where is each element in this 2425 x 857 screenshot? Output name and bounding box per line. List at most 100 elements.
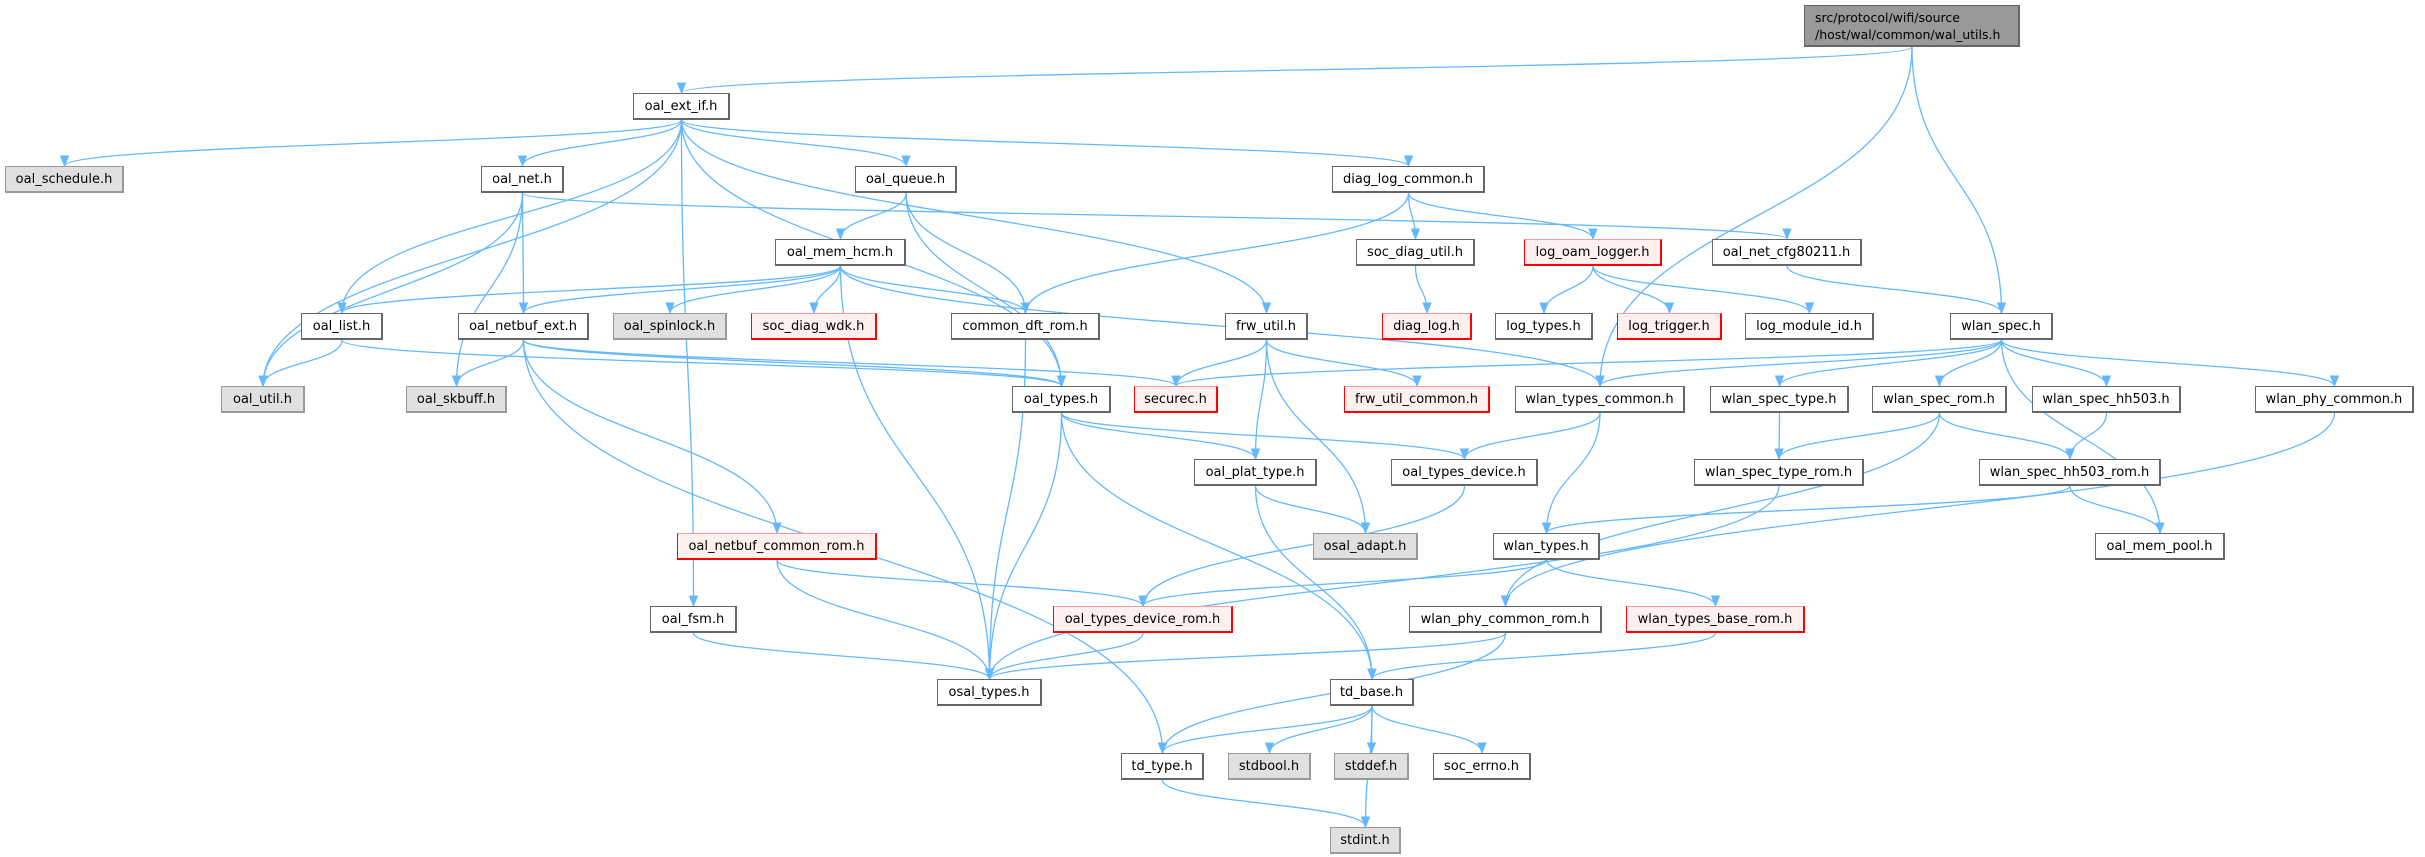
node-oal-netbuf-ext[interactable]: oal_netbuf_ext.h: [458, 313, 589, 340]
node-oal-queue[interactable]: oal_queue.h: [855, 166, 957, 193]
node-label: log_oam_logger.h: [1535, 244, 1650, 260]
node-diag-log[interactable]: diag_log.h: [1382, 313, 1472, 340]
node-oal-net-cfg80211[interactable]: oal_net_cfg80211.h: [1712, 239, 1862, 266]
edge-oal-ext-if-to-frw-util: [680, 119, 1272, 315]
node-oal-ext-if[interactable]: oal_ext_if.h: [633, 93, 730, 120]
node-oal-mem-pool[interactable]: oal_mem_pool.h: [2095, 533, 2225, 560]
node-wlan-spec-rom[interactable]: wlan_spec_rom.h: [1872, 386, 2007, 413]
node-osal-types[interactable]: osal_types.h: [937, 679, 1042, 706]
edge-frw-util-to-securec: [1171, 339, 1268, 388]
node-label: oal_net_cfg80211.h: [1722, 244, 1851, 260]
node-log-oam-logger[interactable]: log_oam_logger.h: [1524, 239, 1662, 266]
edge-wlan-spec-to-wlan-spec-rom: [1934, 339, 2003, 388]
edge-log-oam-logger-to-log-module-id: [1592, 265, 1815, 315]
node-label: oal_types_device.h: [1402, 464, 1526, 480]
node-securec[interactable]: securec.h: [1134, 386, 1218, 413]
node-wlan-spec-type-rom[interactable]: wlan_spec_type_rom.h: [1694, 459, 1864, 486]
node-log-trigger[interactable]: log_trigger.h: [1617, 313, 1722, 340]
node-wlan-types-base-rom[interactable]: wlan_types_base_rom.h: [1626, 606, 1805, 633]
node-wlan-types-common[interactable]: wlan_types_common.h: [1515, 386, 1685, 413]
root-path-line2: /host/wal/common/wal_utils.h: [1815, 26, 2001, 42]
edge-oal-ext-if-to-oal-list: [337, 119, 683, 315]
node-soc-errno[interactable]: soc_errno.h: [1433, 753, 1531, 780]
node-wlan-types[interactable]: wlan_types.h: [1493, 533, 1600, 560]
node-td-base[interactable]: td_base.h: [1330, 679, 1414, 706]
node-osal-adapt[interactable]: osal_adapt.h: [1313, 533, 1418, 560]
node-label: stdint.h: [1340, 832, 1390, 848]
node-label: oal_queue.h: [865, 171, 946, 187]
edge-log-oam-logger-to-log-trigger: [1592, 265, 1675, 315]
edge-root-to-wlan-spec: [1911, 46, 2007, 315]
node-soc-diag-wdk[interactable]: soc_diag_wdk.h: [751, 313, 877, 340]
edge-td-base-to-soc-errno: [1371, 705, 1487, 755]
node-label: td_type.h: [1131, 758, 1193, 774]
node-oal-types-device[interactable]: oal_types_device.h: [1391, 459, 1538, 486]
node-label: wlan_spec_rom.h: [1883, 391, 1995, 407]
edge-wlan-phy-common-to-wlan-phy-common-rom: [1500, 412, 2336, 608]
edge-oal-queue-to-common-dft-rom: [905, 192, 1031, 315]
node-oal-list[interactable]: oal_list.h: [301, 313, 383, 340]
node-label: wlan_phy_common.h: [2265, 391, 2403, 407]
node-wlan-phy-common-rom[interactable]: wlan_phy_common_rom.h: [1409, 606, 1602, 633]
node-oal-schedule[interactable]: oal_schedule.h: [5, 166, 124, 193]
edge-oal-list-to-oal-util: [258, 339, 343, 388]
node-wlan-spec[interactable]: wlan_spec.h: [1950, 313, 2053, 340]
edge-wlan-types-common-to-wlan-types: [1541, 412, 1601, 535]
node-oal-util[interactable]: oal_util.h: [221, 386, 305, 413]
node-oal-types[interactable]: oal_types.h: [1012, 386, 1111, 413]
node-label: wlan_types_common.h: [1525, 391, 1674, 407]
edge-oal-fsm-to-osal-types: [692, 632, 995, 681]
node-wlan-spec-type[interactable]: wlan_spec_type.h: [1710, 386, 1849, 413]
node-log-module-id[interactable]: log_module_id.h: [1745, 313, 1874, 340]
node-oal-net[interactable]: oal_net.h: [481, 166, 564, 193]
node-label: log_types.h: [1506, 318, 1581, 334]
node-label: oal_util.h: [233, 391, 292, 407]
node-stdbool[interactable]: stdbool.h: [1228, 753, 1311, 780]
node-soc-diag-util[interactable]: soc_diag_util.h: [1356, 239, 1475, 266]
edge-diag-log-common-to-log-oam-logger: [1407, 192, 1598, 241]
node-label: securec.h: [1144, 391, 1207, 407]
node-wlan-spec-hh503-rom[interactable]: wlan_spec_hh503_rom.h: [1979, 459, 2161, 486]
node-oal-fsm[interactable]: oal_fsm.h: [650, 606, 737, 633]
node-oal-types-device-rom[interactable]: oal_types_device_rom.h: [1053, 606, 1233, 633]
node-wlan-spec-hh503[interactable]: wlan_spec_hh503.h: [2032, 386, 2181, 413]
node-label: wlan_phy_common_rom.h: [1420, 611, 1590, 627]
edge-oal-types-to-osal-types: [984, 412, 1063, 681]
edge-oal-netbuf-ext-to-oal-skbuff: [451, 339, 525, 388]
edge-oal-types-device-rom-to-osal-types: [984, 632, 1144, 681]
node-diag-log-common[interactable]: diag_log_common.h: [1332, 166, 1485, 193]
node-oal-mem-hcm[interactable]: oal_mem_hcm.h: [775, 239, 906, 266]
node-frw-util-common[interactable]: frw_util_common.h: [1344, 386, 1490, 413]
node-log-types[interactable]: log_types.h: [1495, 313, 1593, 340]
node-oal-skbuff[interactable]: oal_skbuff.h: [406, 386, 507, 413]
edge-wlan-spec-rom-to-wlan-spec-hh503-rom: [1938, 412, 2075, 461]
node-stddef[interactable]: stddef.h: [1334, 753, 1409, 780]
node-common-dft-rom[interactable]: common_dft_rom.h: [951, 313, 1100, 340]
edge-td-base-to-stdbool: [1264, 705, 1373, 755]
edge-wlan-spec-to-wlan-spec-type: [1774, 339, 2003, 388]
node-wlan-phy-common[interactable]: wlan_phy_common.h: [2255, 386, 2414, 413]
node-frw-util[interactable]: frw_util.h: [1225, 313, 1308, 340]
node-label: oal_mem_hcm.h: [786, 244, 894, 260]
node-stdint[interactable]: stdint.h: [1330, 827, 1401, 854]
node-oal-spinlock[interactable]: oal_spinlock.h: [613, 313, 727, 340]
node-label: oal_spinlock.h: [623, 318, 716, 334]
node-label: frw_util_common.h: [1354, 391, 1479, 407]
edge-frw-util-to-osal-adapt: [1265, 339, 1371, 535]
node-label: stddef.h: [1344, 758, 1398, 774]
edge-wlan-spec-to-wlan-spec-hh503: [2000, 339, 2112, 388]
edge-oal-mem-hcm-to-oal-netbuf-ext: [518, 265, 842, 315]
node-label: wlan_spec_type_rom.h: [1704, 464, 1853, 480]
node-oal-netbuf-common-rom[interactable]: oal_netbuf_common_rom.h: [677, 533, 877, 560]
edge-diag-log-common-to-common-dft-rom: [1020, 192, 1410, 315]
node-oal-plat-type[interactable]: oal_plat_type.h: [1194, 459, 1317, 486]
edge-oal-ext-if-to-oal-net: [517, 119, 683, 168]
node-wal-utils-root[interactable]: src/protocol/wifi/source /host/wal/commo…: [1804, 5, 2020, 47]
edge-wlan-phy-common-rom-to-osal-types: [985, 632, 1507, 681]
node-label: diag_log_common.h: [1343, 171, 1473, 187]
edge-oal-mem-hcm-to-soc-diag-wdk: [809, 265, 842, 315]
node-td-type[interactable]: td_type.h: [1121, 753, 1204, 780]
edge-oal-queue-to-oal-types: [905, 192, 1067, 388]
edge-wlan-spec-to-securec: [1171, 339, 2003, 388]
